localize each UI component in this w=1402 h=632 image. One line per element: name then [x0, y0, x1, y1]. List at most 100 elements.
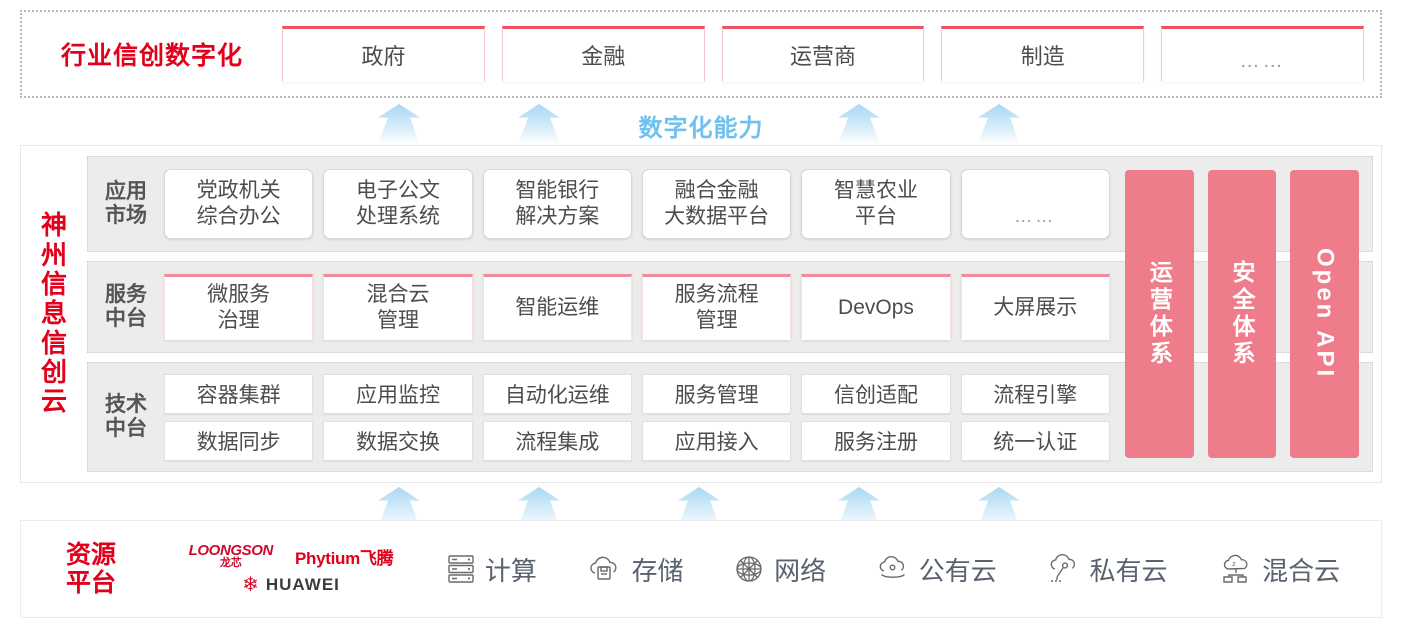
vendor-logo-line-top: LOONGSON 龙芯 Phytium飞腾 [189, 543, 394, 569]
industry-digitalization-band: 行业信创数字化 政府 金融 运营商 制造 …… [20, 10, 1382, 98]
pillar-open-api[interactable]: Open API [1290, 170, 1360, 458]
card-line: 智慧农业 [833, 179, 918, 203]
up-arrow-icon [838, 104, 880, 144]
tech-card-row-b: 数据同步 数据交换 流程集成 应用接入 服务注册 统一认证 [164, 420, 1110, 461]
resource-item-label: 私有云 [1089, 555, 1168, 586]
tier-label-line: 市场 [105, 204, 147, 227]
tier-label-technology-platform: 技术 中台 [88, 363, 164, 471]
svc-card-large-screen-display[interactable]: 大屏展示 [960, 274, 1110, 340]
tech-card-automated-ops[interactable]: 自动化运维 [482, 373, 632, 414]
resource-item-compute[interactable]: 计算 [446, 551, 537, 588]
technology-platform-cards: 容器集群 应用监控 自动化运维 服务管理 信创适配 流程引擎 数据同步 数据交换… [164, 363, 1120, 471]
tier-label-line: 应用 [105, 179, 147, 203]
resource-item-label: 计算 [484, 555, 537, 586]
pillar-operations-system[interactable]: 运营体系 [1125, 170, 1194, 458]
huawei-petal-icon: ❄ [242, 574, 259, 596]
tier-label-line: 中台 [105, 417, 147, 440]
industry-box-carrier[interactable]: 运营商 [721, 26, 925, 82]
svc-card-hybrid-cloud-management[interactable]: 混合云 管理 [323, 274, 473, 340]
huawei-logo-text: HUAWEI [265, 575, 340, 594]
resource-item-label: 公有云 [918, 555, 997, 586]
tech-card-unified-auth[interactable]: 统一认证 [960, 420, 1110, 461]
card-line: 服务流程 [674, 283, 759, 307]
resource-item-private-cloud[interactable]: 私有云 [1046, 551, 1167, 588]
resource-item-public-cloud[interactable]: 公有云 [876, 551, 997, 588]
resource-item-label: 网络 [774, 555, 827, 586]
svc-card-microservice-governance[interactable]: 微服务 治理 [164, 274, 314, 340]
cloud-title-char: 云 [40, 386, 67, 417]
cloud-title-char: 州 [40, 239, 67, 270]
resource-item-network[interactable]: 网络 [733, 551, 826, 588]
resource-item-label: 存储 [631, 555, 684, 586]
vendor-logo-line-bottom: ❄ HUAWEI [242, 575, 340, 595]
svc-card-devops[interactable]: DevOps [801, 274, 951, 340]
tech-card-container-cluster[interactable]: 容器集群 [164, 373, 314, 414]
tier-label-service-platform: 服务 中台 [88, 262, 164, 352]
tech-card-service-registry[interactable]: 服务注册 [801, 420, 951, 461]
tech-card-app-access[interactable]: 应用接入 [641, 420, 792, 461]
resource-item-storage[interactable]: 存储 [586, 551, 683, 588]
resource-platform-title: 资源 平台 [21, 541, 161, 597]
card-line: …… [1014, 206, 1057, 227]
industry-box-list: 政府 金融 运营商 制造 …… [282, 26, 1380, 82]
resource-platform-panel: 资源 平台 LOONGSON 龙芯 Phytium飞腾 ❄ HUAWEI [20, 520, 1382, 618]
card-line: 混合云 [366, 283, 430, 307]
upper-arrow-gap: 数字化能力 [0, 100, 1402, 144]
tech-card-xinchuang-adaptation[interactable]: 信创适配 [801, 373, 951, 414]
card-line: 治理 [217, 309, 260, 332]
loongson-logo-cn: 龙芯 [219, 557, 242, 569]
tech-card-app-monitoring[interactable]: 应用监控 [323, 373, 473, 414]
tech-card-service-management[interactable]: 服务管理 [641, 373, 792, 414]
tier-label-application-market: 应用 市场 [88, 157, 164, 251]
cloud-title-char: 信 [40, 327, 67, 358]
tier-label-line: 技术 [105, 392, 147, 416]
app-card-smart-agriculture[interactable]: 智慧农业 平台 [801, 169, 951, 239]
resource-item-hybrid-cloud[interactable]: z 混合云 [1217, 551, 1340, 588]
card-line: 大数据平台 [664, 205, 770, 228]
loongson-logo: LOONGSON 龙芯 [189, 543, 274, 569]
card-line: 智能运维 [515, 296, 600, 320]
tech-card-data-sync[interactable]: 数据同步 [164, 420, 314, 461]
tech-card-row-a: 容器集群 应用监控 自动化运维 服务管理 信创适配 流程引擎 [164, 373, 1110, 414]
tech-card-process-engine[interactable]: 流程引擎 [960, 373, 1110, 414]
svc-card-service-process-management[interactable]: 服务流程 管理 [641, 274, 792, 340]
app-card-smart-bank[interactable]: 智能银行 解决方案 [482, 169, 632, 239]
industry-box-government[interactable]: 政府 [282, 26, 485, 82]
card-line: 处理系统 [355, 205, 440, 228]
cloud-title-char: 神 [40, 210, 67, 241]
svc-card-intelligent-ops[interactable]: 智能运维 [482, 274, 632, 340]
cloud-title-char: 信 [40, 269, 67, 300]
cloud-panel-vertical-title: 神 州 信 息 信 创 云 [21, 146, 87, 482]
network-mesh-icon [736, 556, 762, 582]
vertical-pillar-group: 运营体系 安全体系 Open API [1121, 156, 1373, 472]
cloud-title-char: 创 [40, 356, 67, 387]
app-card-finance-bigdata[interactable]: 融合金融 大数据平台 [641, 169, 792, 239]
hybrid-cloud-icon: z [1223, 554, 1248, 583]
private-cloud-icon [1051, 553, 1076, 582]
card-line: 综合办公 [196, 205, 281, 228]
shenzhou-information-cloud-panel: 神 州 信 息 信 创 云 应用 市场 党政机关 综合办公 电子公文 处理系统 [20, 145, 1382, 483]
tier-label-line: 服务 [105, 282, 147, 306]
up-arrow-icon [518, 104, 560, 144]
app-card-edoc-system[interactable]: 电子公文 处理系统 [323, 169, 473, 239]
industry-box-manufacturing[interactable]: 制造 [941, 26, 1145, 82]
industry-box-more[interactable]: …… [1161, 26, 1364, 82]
pillar-security-system[interactable]: 安全体系 [1207, 170, 1277, 458]
application-market-cards: 党政机关 综合办公 电子公文 处理系统 智能银行 解决方案 融合金融 大数据平台… [164, 157, 1120, 251]
app-card-more[interactable]: …… [960, 169, 1110, 239]
app-card-government-office[interactable]: 党政机关 综合办公 [164, 169, 314, 239]
tech-card-data-exchange[interactable]: 数据交换 [323, 420, 473, 461]
card-line: 平台 [854, 205, 897, 228]
service-platform-cards: 微服务 治理 混合云 管理 智能运维 服务流程 管理 DevOps [164, 262, 1120, 352]
svg-text:z: z [1232, 561, 1236, 568]
card-line: 党政机关 [196, 179, 281, 203]
huawei-logo: ❄ HUAWEI [242, 575, 340, 595]
card-line: DevOps [838, 296, 914, 320]
up-arrow-icon [978, 104, 1020, 144]
resource-item-label: 混合云 [1262, 555, 1341, 586]
tech-card-process-integration[interactable]: 流程集成 [482, 420, 632, 461]
industry-box-finance[interactable]: 金融 [501, 26, 705, 82]
card-line: 融合金融 [674, 179, 759, 203]
card-line: 管理 [695, 309, 738, 332]
card-line: 大屏展示 [993, 296, 1078, 320]
